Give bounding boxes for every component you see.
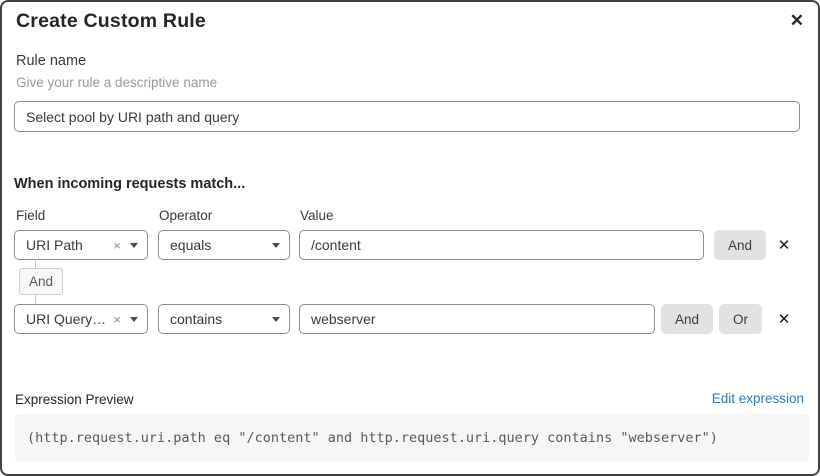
field-column-label: Field [16, 208, 46, 223]
expression-preview-code: (http.request.uri.path eq "/content" and… [15, 414, 809, 461]
add-or-condition-button-row-2[interactable]: Or [719, 304, 762, 334]
value-input-row-2[interactable] [299, 304, 655, 334]
operator-column-label: Operator [159, 208, 213, 223]
chevron-down-icon [130, 242, 138, 248]
dialog-title: Create Custom Rule [16, 10, 206, 32]
operator-select-row-2[interactable]: contains [158, 304, 290, 334]
field-select-value: URI Query St... [26, 311, 114, 327]
rule-name-label: Rule name [16, 53, 87, 69]
edit-expression-link[interactable]: Edit expression [711, 391, 804, 406]
add-and-condition-button-row-2[interactable]: And [661, 304, 714, 334]
field-select-row-2[interactable]: URI Query St... × [14, 304, 148, 334]
close-icon[interactable]: ✕ [784, 6, 810, 35]
value-column-label: Value [300, 208, 334, 223]
value-input-row-1[interactable] [299, 230, 704, 260]
operator-select-value: equals [170, 237, 212, 253]
rule-name-input[interactable] [14, 101, 800, 132]
clear-selection-icon[interactable]: × [113, 237, 121, 253]
expression-preview-label: Expression Preview [15, 392, 134, 407]
rule-name-helper: Give your rule a descriptive name [16, 75, 218, 90]
operator-select-value: contains [170, 311, 223, 327]
delete-condition-icon-row-2[interactable]: ✕ [777, 311, 791, 328]
chevron-down-icon [272, 242, 280, 248]
field-select-value: URI Path [26, 237, 83, 253]
and-connector-badge: And [19, 268, 64, 295]
operator-select-row-1[interactable]: equals [158, 230, 290, 260]
delete-condition-icon-row-1[interactable]: ✕ [777, 237, 791, 254]
clear-selection-icon[interactable]: × [113, 311, 121, 327]
field-select-row-1[interactable]: URI Path × [14, 230, 148, 260]
chevron-down-icon [272, 316, 280, 322]
chevron-down-icon [130, 316, 138, 322]
add-and-condition-button-row-1[interactable]: And [714, 230, 767, 260]
match-heading: When incoming requests match... [14, 176, 246, 192]
